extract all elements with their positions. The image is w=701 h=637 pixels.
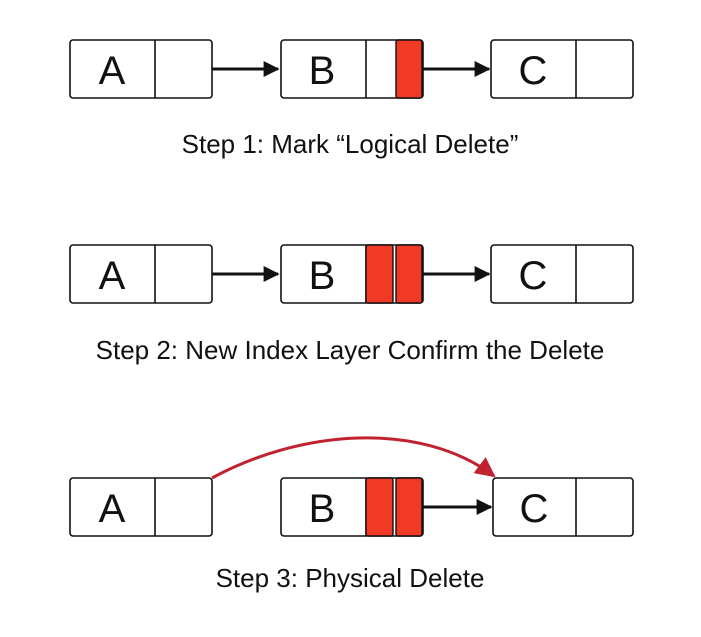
node-box: [69, 39, 213, 99]
bypass-arrow-a-c: [211, 436, 496, 480]
node-c: C: [490, 39, 634, 99]
logical-delete-mark: [365, 244, 394, 304]
node-b: B: [280, 477, 424, 537]
node-label: B: [309, 254, 336, 298]
step-2: A B C Step 2: New Index Layer Confirm th…: [69, 244, 634, 365]
node-label: B: [309, 487, 336, 531]
node-c: C: [490, 244, 634, 304]
node-b: B: [280, 39, 424, 99]
step-1: A B C Step 1: Mark “Logical Delete”: [69, 39, 634, 159]
node-a: A: [69, 244, 213, 304]
node-box: [492, 477, 634, 537]
node-a: A: [69, 39, 213, 99]
step-3: A B C Step 3: Physical Delete: [69, 436, 634, 593]
node-box: [490, 244, 634, 304]
node-label: A: [99, 254, 126, 298]
node-c: C: [492, 477, 634, 537]
logical-delete-mark: [365, 477, 394, 537]
step-caption: Step 3: Physical Delete: [216, 563, 485, 593]
step-caption: Step 2: New Index Layer Confirm the Dele…: [96, 335, 605, 365]
node-label: B: [309, 49, 336, 93]
node-box: [69, 244, 213, 304]
node-box: [69, 477, 213, 537]
node-box: [490, 39, 634, 99]
node-label: C: [519, 49, 548, 93]
logical-delete-mark: [395, 39, 423, 99]
confirm-delete-mark: [395, 244, 423, 304]
node-label: C: [519, 254, 548, 298]
node-a: A: [69, 477, 213, 537]
node-label: C: [520, 487, 549, 531]
node-b: B: [280, 244, 424, 304]
node-label: A: [99, 49, 126, 93]
step-caption: Step 1: Mark “Logical Delete”: [182, 129, 519, 159]
node-label: A: [99, 487, 126, 531]
confirm-delete-mark: [395, 477, 423, 537]
